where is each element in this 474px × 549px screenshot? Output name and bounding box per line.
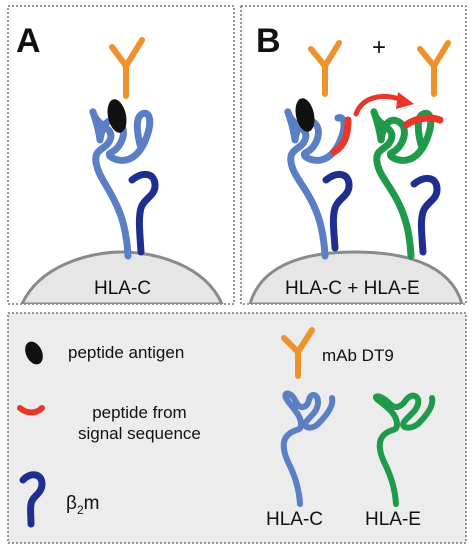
legend-signal-peptide-label: peptide from signal sequence	[78, 402, 201, 444]
legend-signal-peptide-line2: signal sequence	[78, 424, 201, 443]
legend-antibody-icon	[281, 327, 315, 379]
peptide-antigen-icon-b	[295, 98, 315, 132]
cell-membrane-a	[20, 250, 224, 304]
legend-mab-label: mAb DT9	[322, 346, 394, 365]
cell-membrane-b	[248, 250, 464, 304]
b2m-molecule-a	[128, 171, 159, 256]
panel-a-cell-label: HLA-C	[94, 278, 152, 299]
legend-b2m-subscript: 2	[76, 502, 84, 517]
hla-c-molecule-a	[89, 108, 154, 260]
legend-hla-c-label: HLA-C	[266, 509, 324, 530]
panel-b-letter: B	[256, 22, 281, 60]
legend-b2m-icon	[19, 471, 46, 528]
transfer-arrow-icon	[353, 94, 405, 117]
antibody-icon-a	[109, 37, 145, 99]
hla-e-molecule-b	[370, 108, 435, 260]
legend-b2m-label: β2m	[66, 493, 99, 521]
peptide-antigen-icon-a	[107, 99, 127, 133]
signal-peptide-icon-b-hla-e	[402, 114, 444, 129]
transfer-arrowhead-icon	[396, 92, 414, 109]
panel-a-letter: A	[16, 22, 41, 60]
legend-b2m-beta: β	[66, 493, 77, 514]
legend-b2m-m: m	[83, 493, 100, 514]
legend-hla-e-icon	[372, 392, 436, 507]
legend-hla-c-icon	[280, 390, 336, 507]
legend-signal-peptide-icon	[17, 405, 45, 416]
panel-b-plus-sign: +	[372, 34, 387, 61]
b2m-molecule-b-right	[410, 175, 441, 256]
legend-signal-peptide-line1: peptide from	[92, 403, 187, 422]
antibody-icon-b-left	[308, 40, 342, 97]
panel-a	[7, 5, 235, 305]
legend-peptide-antigen-label: peptide antigen	[68, 343, 185, 362]
signal-peptide-icon-b-cleft	[330, 116, 352, 156]
panel-b-cell-label: HLA-C + HLA-E	[285, 278, 420, 299]
legend-hla-e-label: HLA-E	[365, 509, 421, 530]
panel-b	[240, 5, 467, 305]
legend-panel	[7, 312, 467, 544]
b2m-molecule-b-left	[322, 171, 353, 252]
antibody-icon-b-right	[417, 40, 451, 97]
hla-c-molecule-b	[284, 108, 348, 260]
legend-peptide-antigen-icon	[25, 341, 43, 365]
